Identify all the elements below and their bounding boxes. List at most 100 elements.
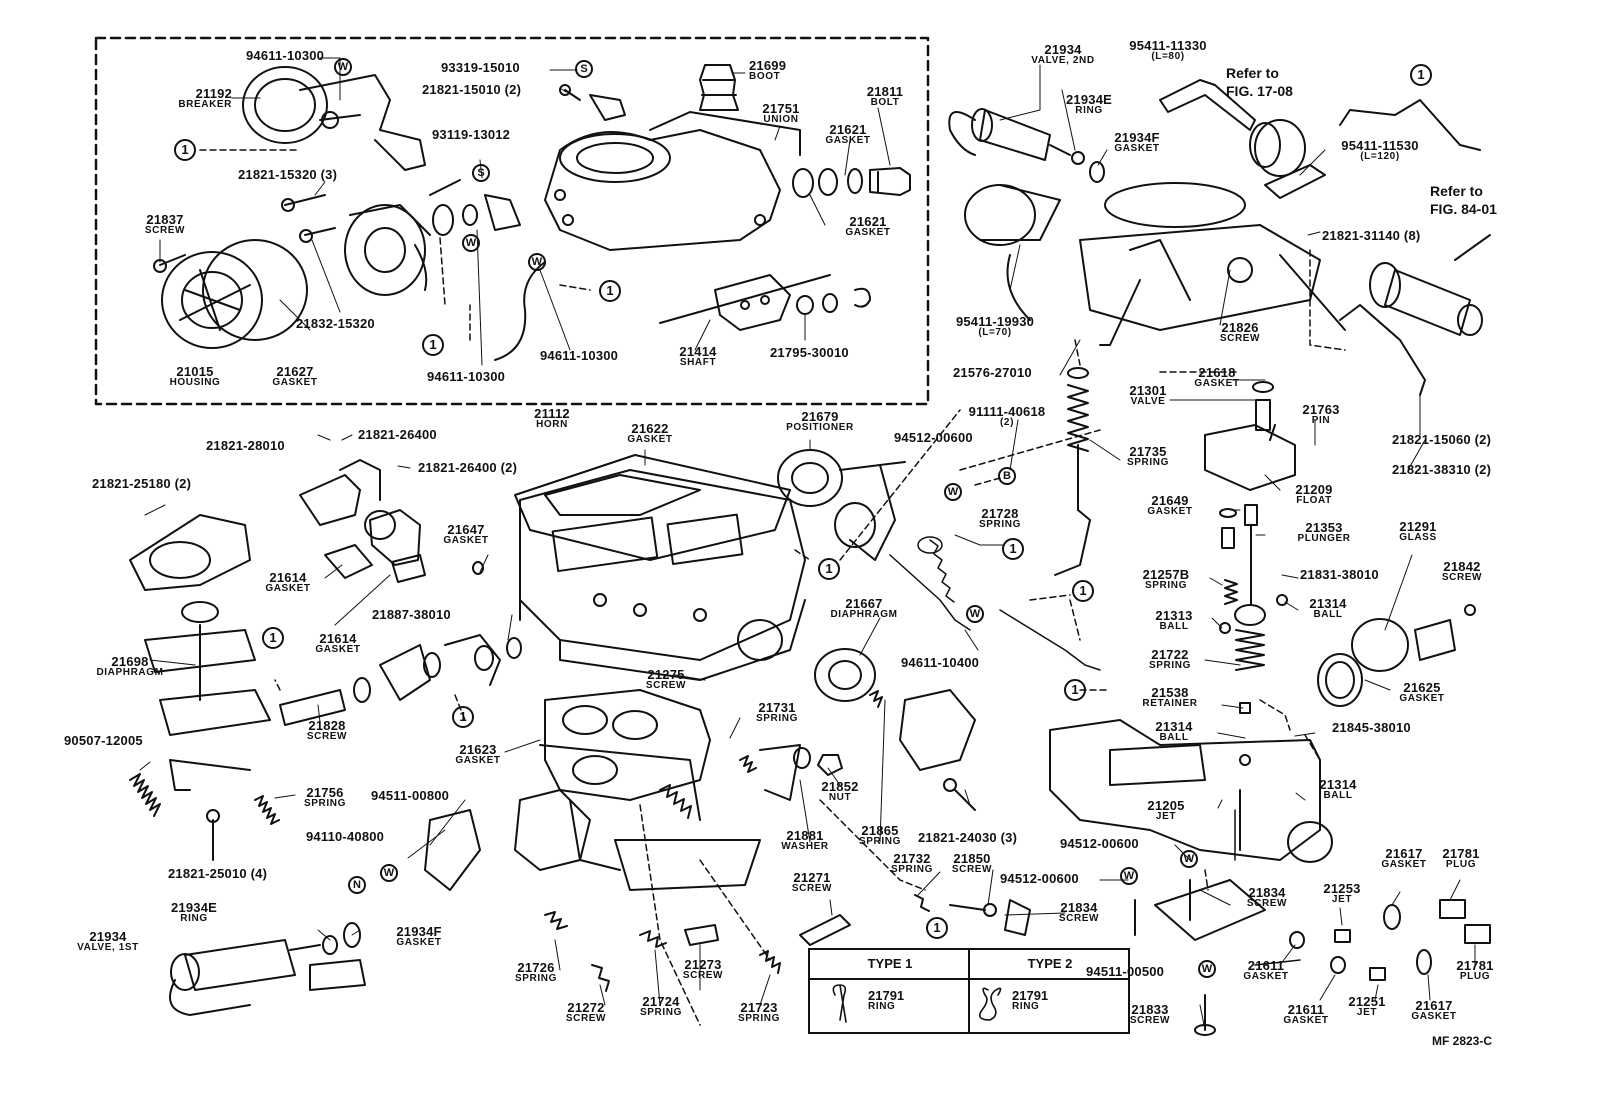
lever-parts-center-left — [379, 561, 522, 701]
mark-one-badge: 1 — [599, 280, 621, 302]
throttle-body-part — [539, 689, 761, 891]
union-gasket-bolt-part — [792, 167, 911, 198]
mark-one-badge: 1 — [1072, 580, 1094, 602]
valve-left-upper-part — [964, 184, 1061, 321]
left-bracket-parts — [299, 459, 426, 583]
ring-clip-type1-icon — [832, 984, 847, 1023]
callout-21845-38010: 21845-38010 — [1332, 720, 1411, 735]
small-bowl-parts — [1219, 508, 1288, 714]
breaker-part — [242, 66, 426, 171]
mark-s-badge: S — [472, 164, 490, 182]
mark-one-badge: 1 — [1002, 538, 1024, 560]
callout-21821-38310: 21821-38310 (2) — [1392, 462, 1492, 477]
small-screws-horn — [153, 84, 626, 273]
hose-l120-part — [1264, 99, 1481, 199]
air-horn-body-part — [1079, 182, 1346, 346]
type1-header: TYPE 1 — [867, 956, 913, 971]
dashed-linkage-lines — [199, 149, 1346, 1026]
callout-21821-26400-b: 21821-26400 (2) — [418, 460, 518, 475]
boot-part — [699, 64, 739, 111]
mark-one-badge: 1 — [818, 558, 840, 580]
jets-and-plugs — [1289, 899, 1491, 981]
callout-93319-15010: 93319-15010 — [441, 60, 520, 75]
horn-subassembly-box — [94, 36, 930, 406]
callout-94512-00600-b: 94512-00600 — [1060, 836, 1139, 851]
housing-part — [161, 239, 308, 349]
mark-one-badge: 1 — [1064, 679, 1086, 701]
callout-21821-28010: 21821-28010 — [206, 438, 285, 453]
callout-94511-00500: 94511-00500 — [1086, 964, 1165, 979]
callout-21576-27010: 21576-27010 — [953, 365, 1032, 380]
mark-b-badge: B — [998, 467, 1016, 485]
callout-21832-15320: 21832-15320 — [296, 316, 375, 331]
bottom-springs-screws — [544, 894, 997, 992]
callout-94110-40800: 94110-40800 — [306, 829, 385, 844]
mark-one-badge: 1 — [1410, 64, 1432, 86]
callout-91111-40618: 91111-40618(2) — [968, 404, 1046, 428]
mark-w-badge: W — [1120, 867, 1138, 885]
diaphragm-21667-part — [814, 648, 876, 702]
mark-w-badge: W — [528, 253, 546, 271]
diaphragm-cover-part — [344, 204, 431, 296]
mark-one-badge: 1 — [926, 917, 948, 939]
callout-21821-15320: 21821-15320 (3) — [238, 167, 338, 182]
callout-21821-31140: 21821-31140 (8) — [1322, 228, 1421, 243]
leader-lines — [139, 57, 1476, 1031]
mark-w-badge: W — [1198, 960, 1216, 978]
springs-left — [129, 759, 280, 861]
ring-clip-type2-icon — [979, 987, 1002, 1021]
callout-21821-15060: 21821-15060 (2) — [1392, 432, 1492, 447]
spring-21735-part — [1054, 367, 1091, 576]
callout-21795-30010: 21795-30010 — [770, 345, 849, 360]
mark-w-badge: W — [1180, 850, 1198, 868]
